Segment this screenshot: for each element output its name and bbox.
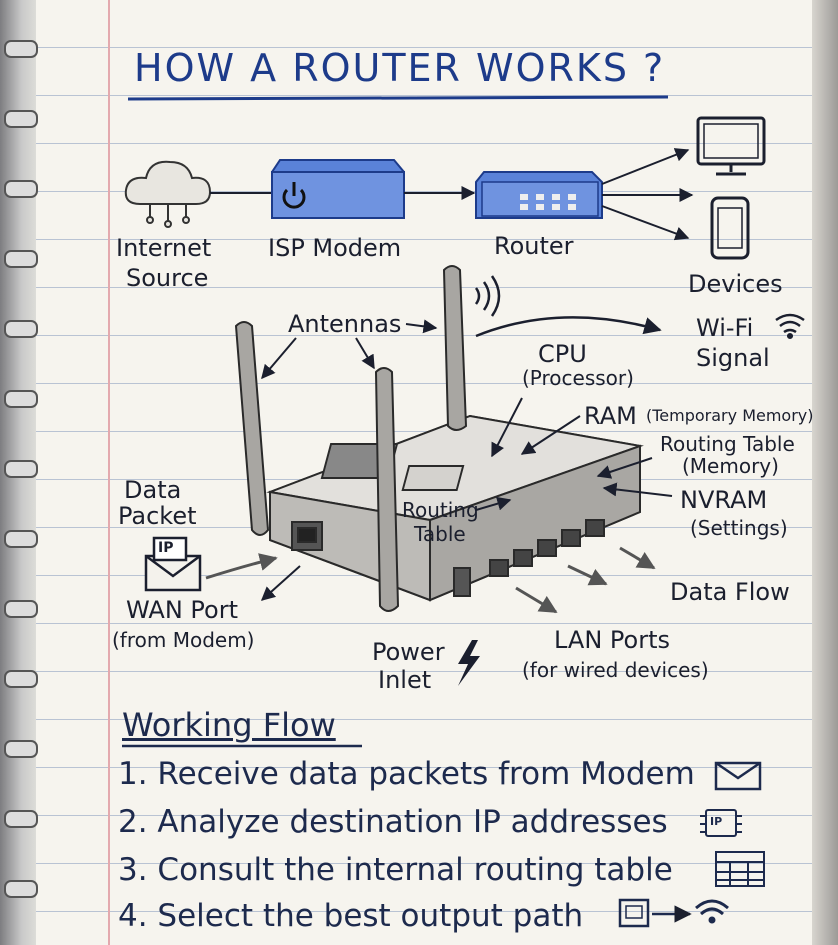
cloud-icon bbox=[124, 160, 212, 228]
phone-icon bbox=[710, 196, 750, 260]
lan-port-row bbox=[489, 519, 605, 577]
router-device bbox=[475, 171, 603, 219]
label-data-flow: Data Flow bbox=[670, 578, 790, 606]
table-icon bbox=[715, 851, 765, 887]
label-power: Power bbox=[372, 638, 445, 666]
chip-label: IP bbox=[710, 815, 723, 828]
lightning-icon bbox=[458, 640, 480, 686]
page-edge bbox=[812, 0, 838, 945]
power-icon bbox=[282, 182, 306, 209]
step-3: 3. Consult the internal routing table bbox=[118, 852, 673, 888]
label-isp-modem: ISP Modem bbox=[268, 234, 402, 262]
envelope-small-icon bbox=[714, 761, 762, 791]
label-antennas: Antennas bbox=[288, 310, 402, 338]
label-ram: RAM bbox=[584, 402, 637, 430]
label-memory: (Memory) bbox=[682, 454, 779, 478]
label-wifi: Wi-Fi bbox=[696, 314, 754, 342]
label-inlet: Inlet bbox=[378, 666, 432, 694]
label-packet: Packet bbox=[118, 502, 197, 530]
ip-badge: IP bbox=[158, 540, 174, 556]
step-4: 4. Select the best output path bbox=[118, 898, 584, 934]
label-from-modem: (from Modem) bbox=[112, 628, 255, 652]
label-nvram: NVRAM bbox=[680, 486, 768, 514]
step-1: 1. Receive data packets from Modem bbox=[118, 756, 695, 792]
antennas-drawing bbox=[234, 265, 468, 612]
wifi-small-icon bbox=[695, 899, 729, 924]
wifi-icon bbox=[775, 313, 805, 340]
signal-waves-icon bbox=[474, 275, 501, 317]
label-wan-port: WAN Port bbox=[126, 596, 238, 624]
label-wired-devices: (for wired devices) bbox=[522, 658, 709, 682]
label-router: Router bbox=[494, 232, 574, 260]
spiral-binding bbox=[0, 0, 38, 945]
label-internet: Internet bbox=[116, 234, 212, 262]
label-ram-sub: (Temporary Memory) bbox=[646, 406, 814, 425]
modem-device bbox=[271, 159, 405, 219]
label-lan-ports: LAN Ports bbox=[554, 626, 671, 654]
label-source: Source bbox=[126, 264, 209, 292]
monitor-icon bbox=[696, 116, 766, 176]
step-2: 2. Analyze destination IP addresses bbox=[118, 804, 668, 840]
envelope-icon bbox=[144, 536, 202, 592]
label-settings: (Settings) bbox=[690, 516, 788, 540]
label-data: Data bbox=[124, 476, 182, 504]
working-flow-heading: Working Flow bbox=[122, 706, 336, 744]
page-title: HOW A ROUTER WORKS ? bbox=[134, 46, 666, 90]
chip-icon bbox=[700, 809, 742, 837]
title-underline bbox=[127, 95, 669, 101]
label-devices: Devices bbox=[688, 270, 783, 298]
port-icon bbox=[618, 898, 650, 928]
label-table: Table bbox=[414, 522, 466, 546]
label-cpu: CPU bbox=[538, 340, 587, 368]
label-routing-table: Routing Table bbox=[660, 432, 795, 456]
margin-line bbox=[108, 0, 110, 945]
label-routing: Routing bbox=[402, 498, 479, 522]
label-processor: (Processor) bbox=[522, 366, 634, 390]
label-signal: Signal bbox=[696, 344, 770, 372]
